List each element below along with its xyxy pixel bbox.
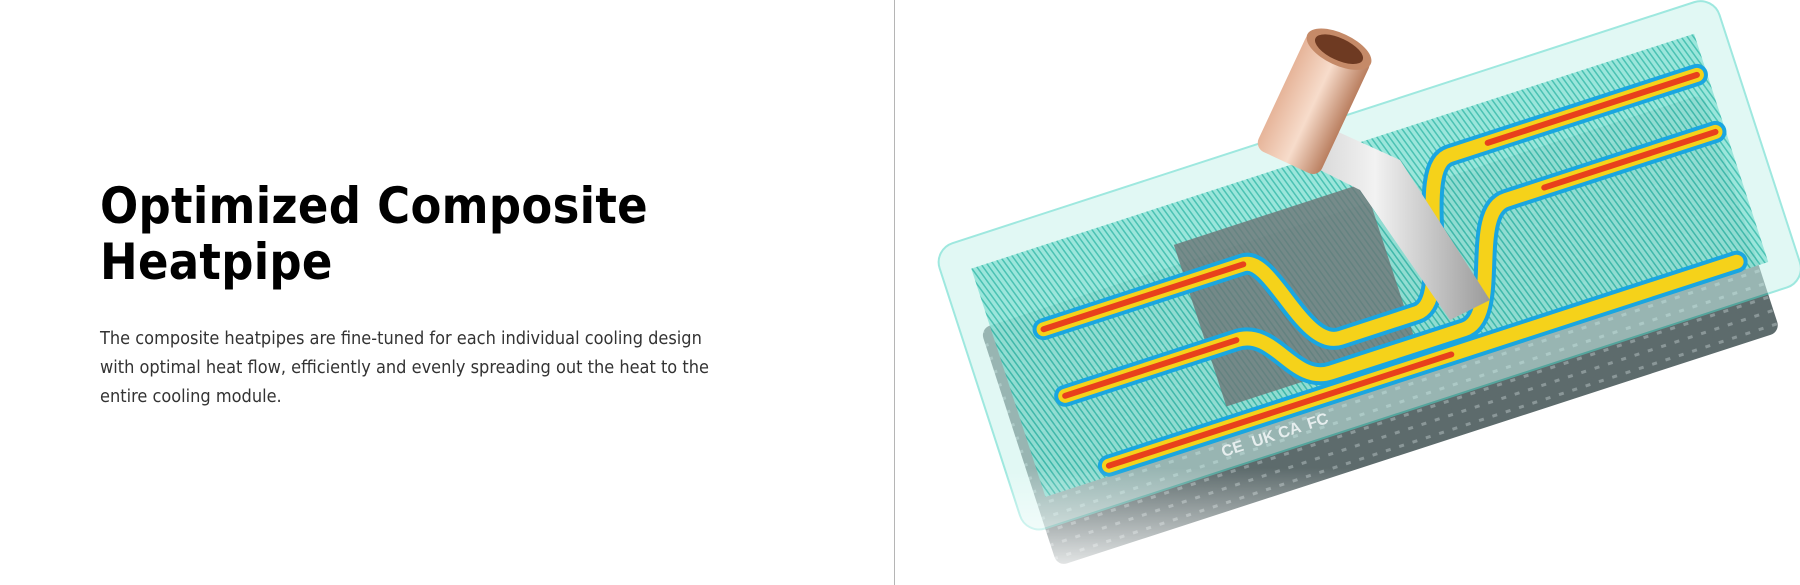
title-line-2: Heatpipe [100, 233, 333, 291]
title-line-1: Optimized Composite [100, 177, 648, 235]
section-description: The composite heatpipes are fine-tuned f… [100, 328, 709, 407]
section-title: Optimized Composite Heatpipe [100, 178, 740, 290]
heatpipe-illustration: CE UK CA FC [930, 0, 1800, 585]
bottom-fade [930, 0, 1800, 585]
divider [894, 0, 895, 585]
fc-mark: FC [1305, 410, 1331, 433]
ce-mark: CE [1219, 438, 1246, 461]
feature-text-block: Optimized Composite Heatpipe The composi… [100, 178, 740, 411]
